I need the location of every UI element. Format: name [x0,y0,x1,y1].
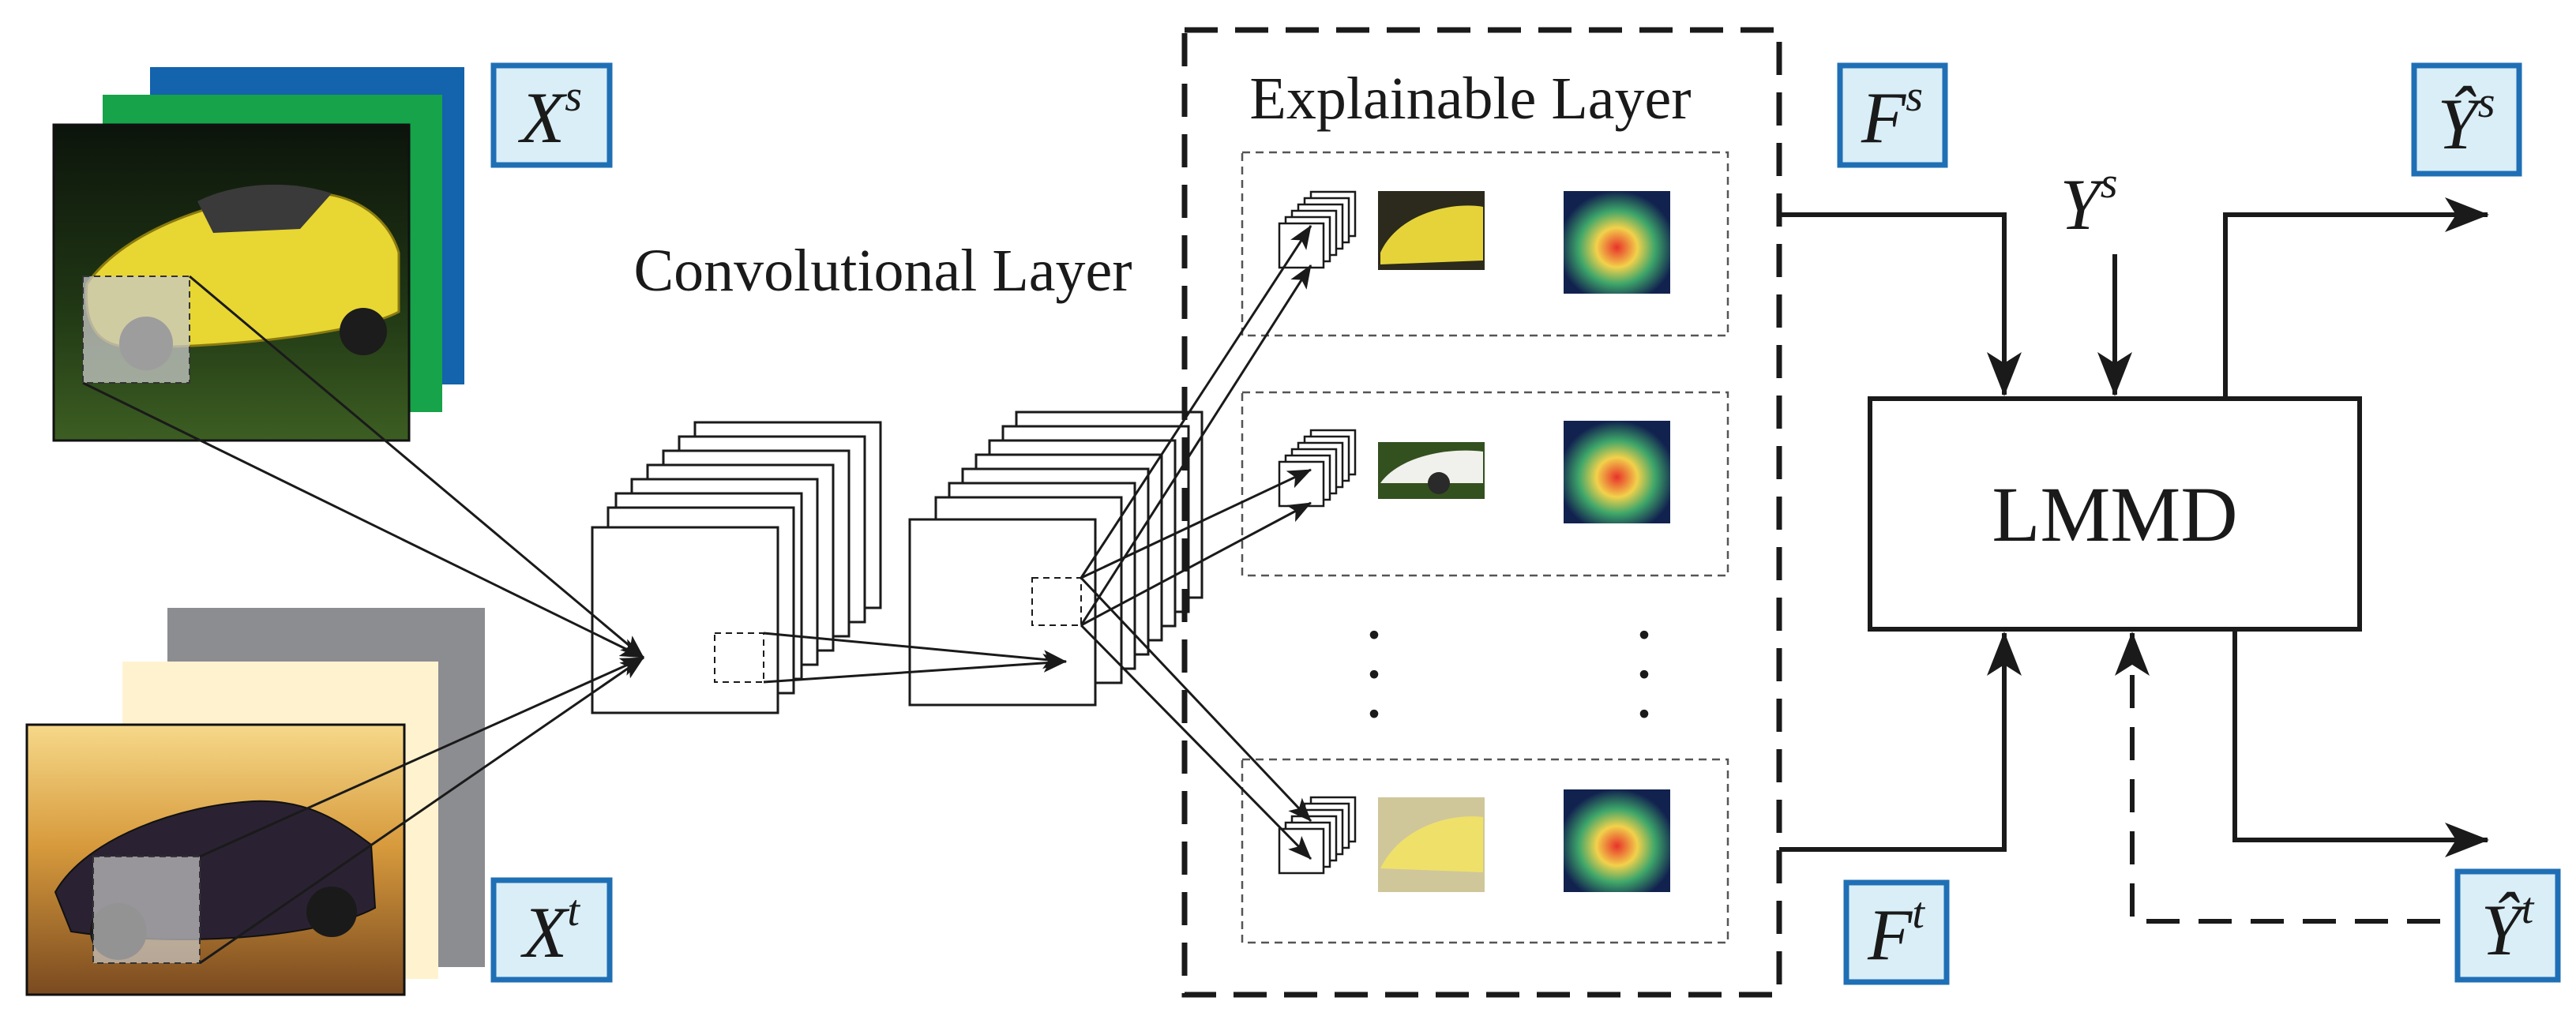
svg-text:Ŷt: Ŷt [2481,884,2535,970]
ellipsis-dot-left-1: . [1365,575,1384,654]
conv2-to-explainable-arrows [1080,225,1312,860]
target-car-image [25,723,406,996]
ys-label: Ys [2060,159,2118,245]
yt-hat-label-base: Ŷ [2481,890,2529,970]
yt-hat-label-box: Ŷt [2454,868,2561,983]
input-to-conv-arrows [82,275,644,965]
target-patch-highlight [92,856,201,964]
yt-hat-label-sup: t [2522,884,2535,933]
row1-car-crop [1378,191,1485,270]
row3-mini-stack [1278,796,1357,875]
explainable-row-3 [1241,758,1729,944]
conv-feature-stack-1 [591,421,882,714]
ellipsis-dot-left-2: . [1365,615,1384,693]
explainable-row-ellipsis: . . . . . . [1365,575,1654,733]
row3-car-crop [1378,797,1485,892]
svg-text:Ŷs: Ŷs [2438,78,2495,164]
conv1-patch [714,632,764,683]
ys-label-base: Y [2060,164,2108,245]
conv-feature-stack-2 [908,411,1204,707]
svg-text:Ft: Ft [1867,889,1925,975]
explainable-layer-frame [1181,27,1782,998]
fs-label-base: F [1861,77,1906,158]
fs-to-lmmd-arrow [1779,212,2022,396]
lmmd-block: LMMD [1868,396,2362,632]
feature-to-lmmd-arrows [1779,197,2489,924]
ft-label-base: F [1867,894,1913,975]
ys-hat-label-sup: s [2478,78,2495,127]
fs-label-box: Fs [1837,62,1948,168]
row2-car-crop [1378,442,1485,499]
yt-hat-feedback-arrow [2115,632,2440,924]
xs-label-sup: s [565,72,582,121]
svg-text:Fs: Fs [1861,72,1923,158]
xs-label-base: X [517,77,568,158]
ys-hat-label-box: Ŷs [2411,62,2522,177]
explainable-row-1 [1241,151,1729,337]
conv2-patch [1031,577,1082,626]
source-image-stack [52,67,464,442]
ys-hat-label-base: Ŷ [2438,84,2485,164]
source-patch-highlight [82,276,190,384]
lmmd-label: LMMD [1992,471,2237,558]
ellipsis-dot-right-3: . [1635,654,1654,733]
fs-label-sup: s [1906,72,1923,121]
ft-to-lmmd-arrow [1779,632,2022,852]
row3-heatmap [1564,789,1670,892]
xt-label-sup: t [567,887,580,935]
convolutional-layer-title: Convolutional Layer [633,238,1132,304]
explainable-layer-title: Explainable Layer [1249,66,1691,132]
xt-label-box: Xt [490,877,613,983]
lmmd-to-yt-hat-arrow [2232,629,2489,857]
ellipsis-dot-right-2: . [1635,615,1654,693]
xt-label-base: X [520,892,570,973]
ft-label-box: Ft [1843,879,1950,985]
explainable-row-2 [1241,391,1729,577]
svg-text:Xs: Xs [517,72,582,158]
ys-label-sup: s [2101,159,2118,208]
target-image-stack [25,608,485,996]
svg-text:Xt: Xt [520,887,580,973]
xs-label-box: Xs [490,62,613,168]
source-car-image [52,123,411,442]
lmmd-to-ys-hat-arrow [2223,197,2489,399]
row2-mini-stack [1278,429,1357,508]
conv1-to-conv2-arrows [763,632,1067,684]
row2-heatmap [1564,421,1670,523]
ellipsis-dot-right-1: . [1635,575,1654,654]
ft-label-sup: t [1912,889,1925,938]
ellipsis-dot-left-3: . [1365,654,1384,733]
row1-heatmap [1564,191,1670,294]
